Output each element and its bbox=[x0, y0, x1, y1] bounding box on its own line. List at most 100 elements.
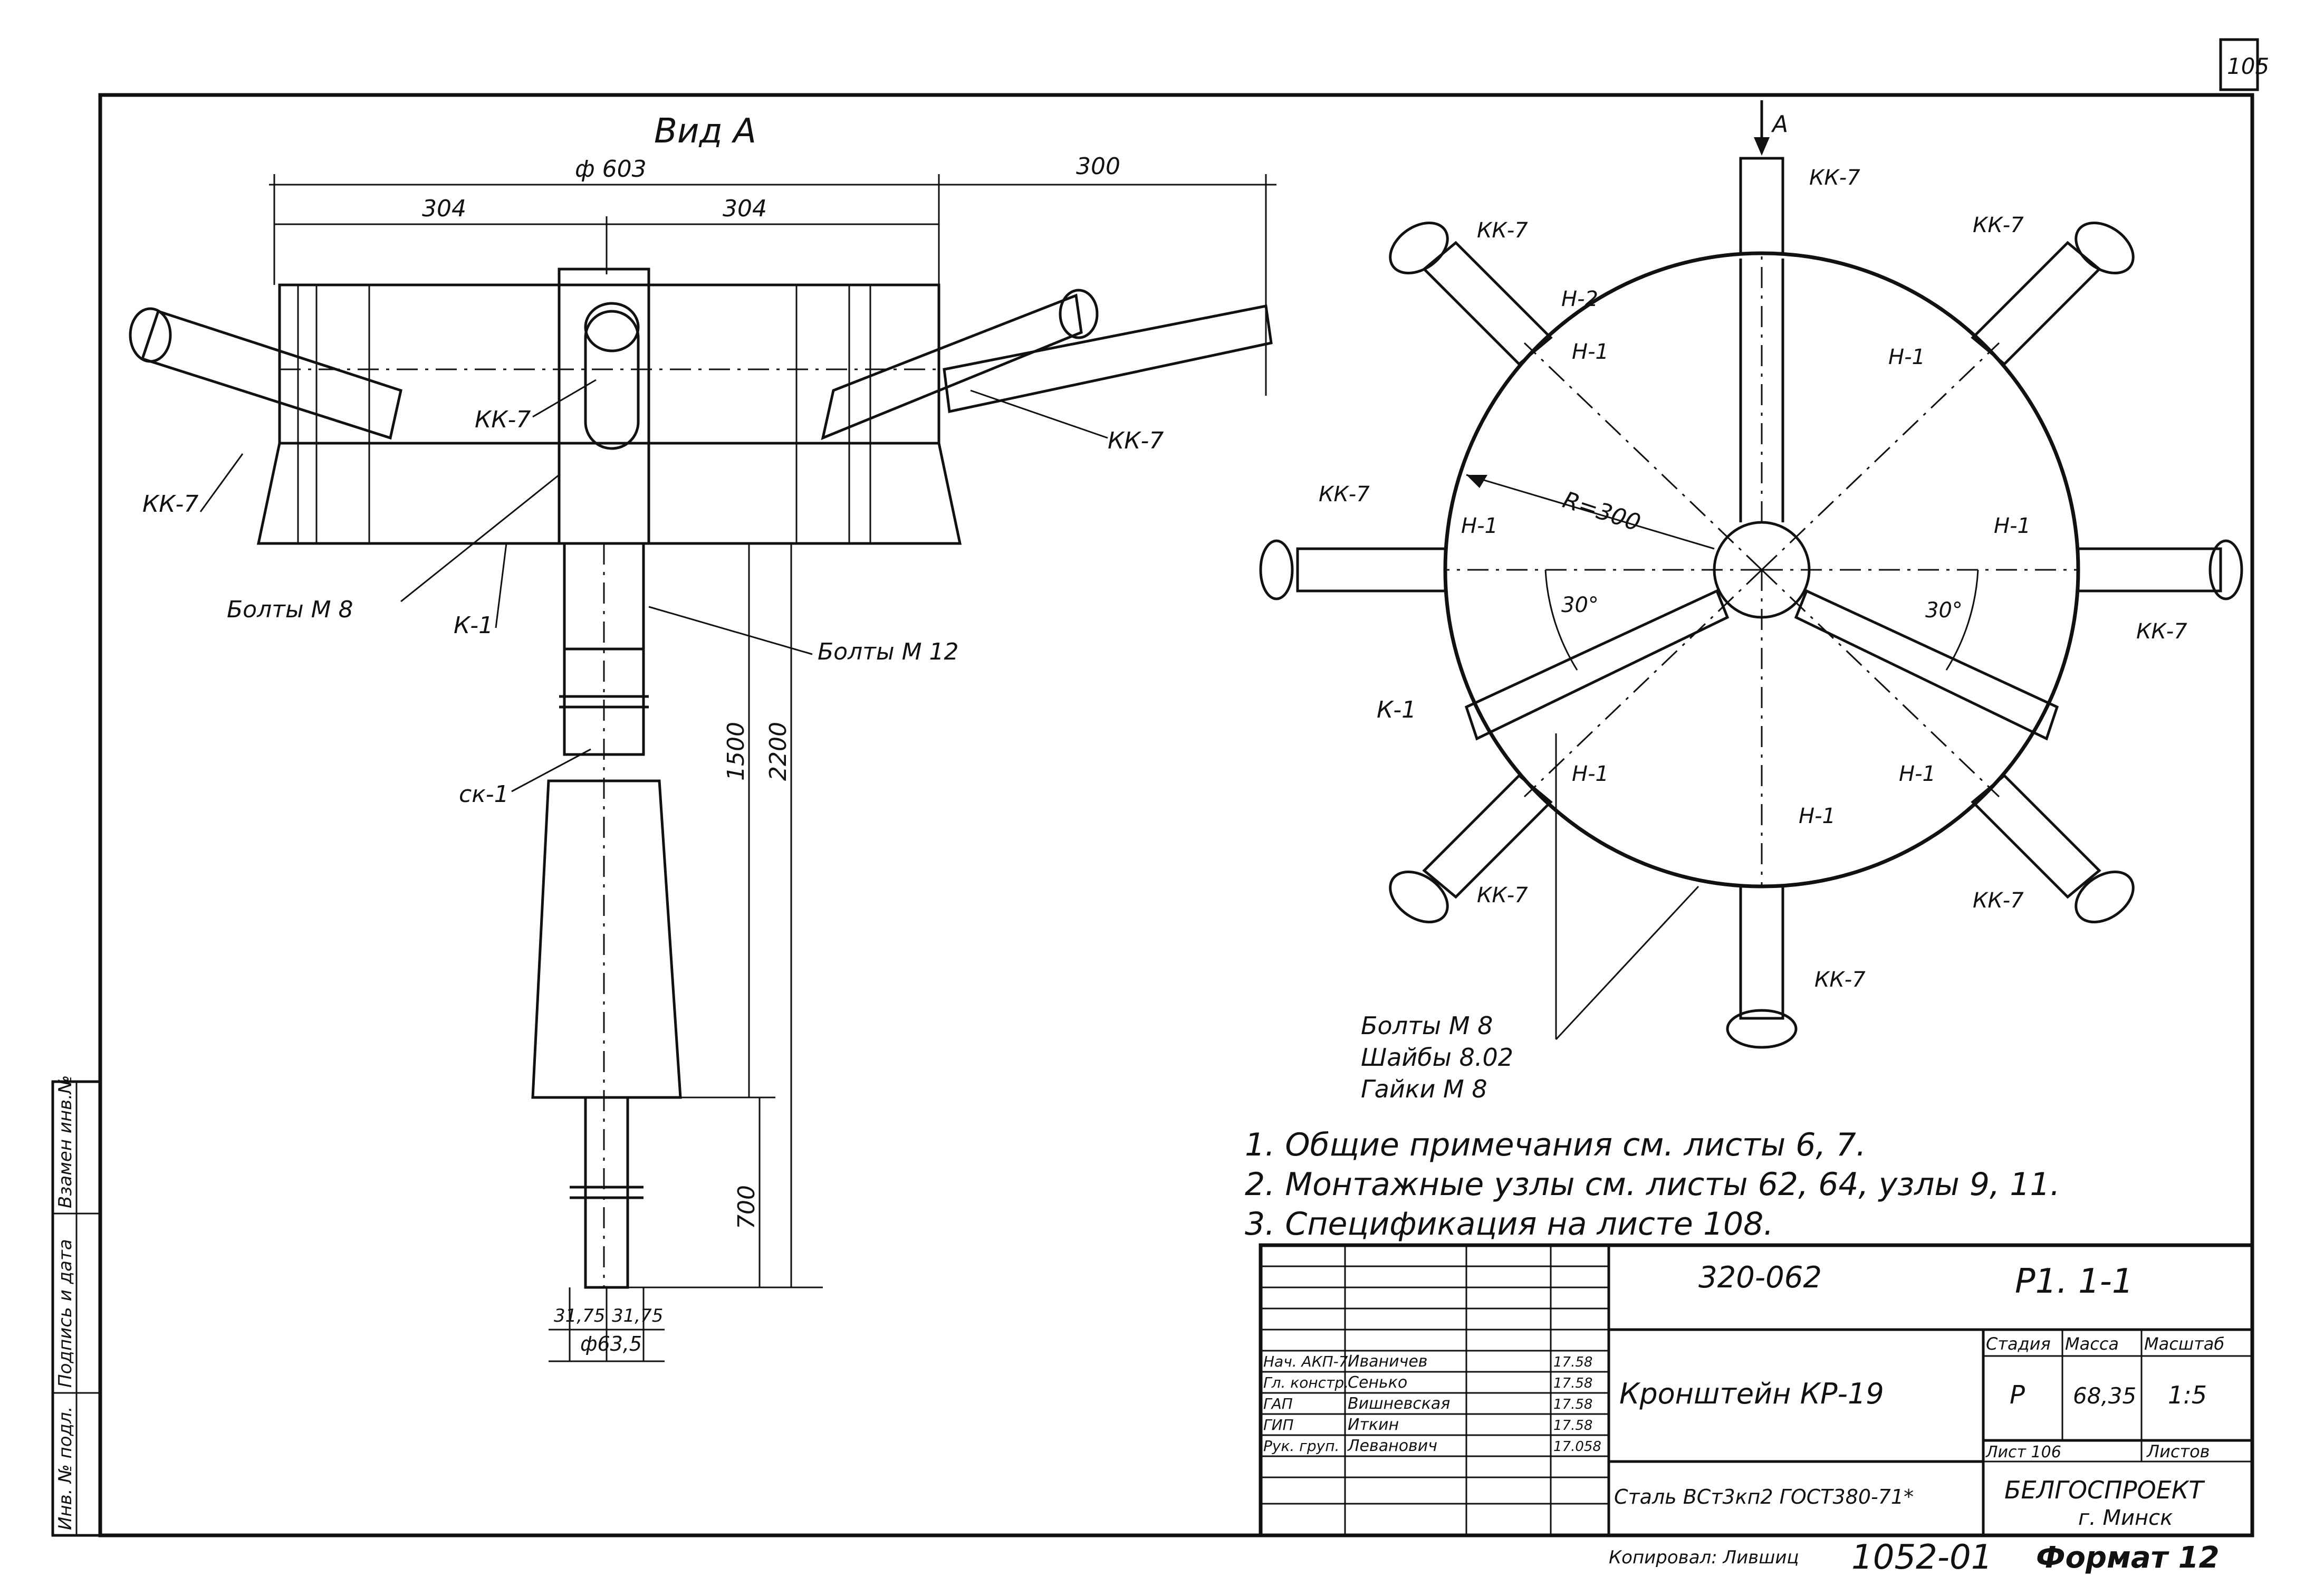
pipe-stub-left bbox=[1259, 539, 1447, 600]
tb-sheet-code: Р1. 1-1 bbox=[2015, 1262, 2134, 1301]
kk7-label-2: КК-7 bbox=[1477, 218, 1528, 243]
tb-organization: БЕЛГОСПРОЕКТ bbox=[2004, 1476, 2205, 1504]
pipe-stub-bottom-left bbox=[1389, 773, 1553, 924]
callout-kk7-center: КК-7 bbox=[475, 406, 531, 433]
kk7-label-7: КК-7 bbox=[1973, 889, 2024, 913]
h1-label-1: Н-1 bbox=[1572, 340, 1609, 364]
dim-700: 700 bbox=[733, 1185, 760, 1229]
tb-date-1: 17.58 bbox=[1553, 1354, 1592, 1370]
angle-right: 30° bbox=[1925, 598, 1963, 623]
side-stamp: Инв. № подл. Подпись и дата Взамен инв.№ bbox=[51, 1075, 102, 1537]
tb-sheets-label: Листов bbox=[2146, 1441, 2210, 1462]
tb-header-scale: Масштаб bbox=[2144, 1334, 2224, 1354]
center-pipe bbox=[584, 310, 640, 450]
stamp-replacement-inv: Взамен инв.№ bbox=[55, 1075, 76, 1208]
radius-label: R=300 bbox=[1560, 486, 1644, 537]
dim-left-304: 304 bbox=[422, 195, 466, 222]
tb-header-mass: Масса bbox=[2065, 1334, 2119, 1354]
sheet-border bbox=[98, 93, 2254, 1537]
callout-sk1: ск-1 bbox=[459, 781, 509, 808]
tb-name-4: Иткин bbox=[1348, 1416, 1399, 1434]
callout-bolts-m8: Болты М 8 bbox=[227, 596, 353, 623]
section-arrow-label: А bbox=[1771, 111, 1788, 138]
note-2: 2. Монтажные узлы см. листы 62, 64, узлы… bbox=[1245, 1166, 2060, 1203]
title-block: Нач. АКП-7 Иваничев 17.58 Гл. констр. Се… bbox=[1259, 1243, 2254, 1537]
stamp-inv-no: Инв. № подл. bbox=[55, 1406, 76, 1530]
tb-name-3: Вишневская bbox=[1348, 1395, 1450, 1413]
dim-31-75-left: 31,75 bbox=[554, 1305, 605, 1326]
kk7-label-3: КК-7 bbox=[1973, 213, 2024, 237]
tb-role-1: Нач. АКП-7 bbox=[1263, 1353, 1348, 1370]
dim-right-304: 304 bbox=[723, 195, 767, 222]
tb-role-4: ГИП bbox=[1263, 1416, 1294, 1434]
tb-mass: 68,35 bbox=[2073, 1383, 2136, 1409]
note-3: 3. Спецификация на листе 108. bbox=[1245, 1206, 1774, 1243]
side-pipe-right-far bbox=[943, 304, 1273, 414]
footer-number: 1052-01 bbox=[1851, 1538, 1993, 1577]
stamp-signature-date: Подпись и дата bbox=[55, 1239, 76, 1388]
dim-1500: 1500 bbox=[723, 722, 750, 781]
tb-date-4: 17.58 bbox=[1553, 1418, 1592, 1434]
dim-31-75-right: 31,75 bbox=[612, 1305, 663, 1326]
h1-label-5: Н-1 bbox=[1572, 762, 1609, 786]
pipe-stub-top-right bbox=[1971, 221, 2135, 366]
tb-role-5: Рук. груп. bbox=[1263, 1437, 1339, 1455]
tb-material: Сталь ВСт3кп2 ГОСТ380-71* bbox=[1614, 1485, 1914, 1508]
fastener-bolts: Болты М 8 bbox=[1361, 1011, 1493, 1040]
tb-city: г. Минск bbox=[2078, 1506, 2173, 1530]
kk7-label-4: КК-7 bbox=[1319, 482, 1370, 507]
callout-bolts-m12: Болты М 12 bbox=[818, 638, 959, 665]
central-column bbox=[558, 268, 650, 545]
sleeve-cone bbox=[531, 779, 682, 1099]
tb-name-5: Леванович bbox=[1347, 1437, 1437, 1455]
pipe-stub-top bbox=[1739, 157, 1784, 255]
k1-label: К-1 bbox=[1377, 696, 1416, 723]
h1-label-4: Н-1 bbox=[1994, 514, 2031, 538]
dim-diameter-63-5: ф63,5 bbox=[580, 1332, 642, 1355]
tb-sheet-label: Лист 106 bbox=[1985, 1443, 2061, 1462]
right-view: А R=300 30° 30° bbox=[1259, 100, 2243, 1103]
tb-name-1: Иваничев bbox=[1348, 1352, 1427, 1371]
tb-doc-code: 320-062 bbox=[1698, 1260, 1822, 1295]
tb-stage: Р bbox=[2010, 1380, 2025, 1410]
h1-label-2: Н-1 bbox=[1888, 345, 1925, 369]
fastener-nuts: Гайки М 8 bbox=[1361, 1075, 1487, 1103]
side-pipe-right-upper bbox=[821, 289, 1099, 441]
ring-skirt bbox=[256, 442, 962, 545]
kk7-label-8: КК-7 bbox=[1814, 968, 1866, 992]
ring-body bbox=[278, 283, 940, 445]
tb-title: Кронштейн КР-19 bbox=[1619, 1377, 1884, 1410]
tb-date-3: 17.58 bbox=[1553, 1397, 1592, 1412]
tb-role-3: ГАП bbox=[1263, 1395, 1293, 1412]
tb-date-5: 17.058 bbox=[1553, 1439, 1601, 1455]
footer-copied-by: Копировал: Лившиц bbox=[1609, 1547, 1799, 1568]
tb-scale: 1:5 bbox=[2168, 1381, 2207, 1409]
dim-2200: 2200 bbox=[765, 722, 792, 781]
side-pipe-left bbox=[129, 307, 402, 440]
kk7-label-5: КК-7 bbox=[2136, 619, 2187, 644]
pipe-stub-right bbox=[2077, 539, 2243, 600]
pipe-stub-bottom bbox=[1726, 885, 1798, 1049]
pipe-stub-bottom-right bbox=[1971, 773, 2135, 924]
pipe-stub-top-left bbox=[1389, 221, 1553, 366]
footer-format: Формат 12 bbox=[2036, 1541, 2220, 1575]
tb-header-stage: Стадия bbox=[1986, 1334, 2051, 1354]
h1-label-6: Н-1 bbox=[1899, 762, 1936, 786]
dim-overall-diameter: ф 603 bbox=[575, 156, 647, 183]
left-view: Вид А ф 603 300 304 304 bbox=[129, 112, 1276, 1362]
tb-date-2: 17.58 bbox=[1553, 1376, 1592, 1391]
fastener-washers: Шайбы 8.02 bbox=[1361, 1043, 1513, 1072]
kk7-label-1: КК-7 bbox=[1809, 166, 1860, 190]
sheet-number-box bbox=[2219, 38, 2259, 91]
callout-k1: К-1 bbox=[454, 612, 493, 639]
post-stub bbox=[584, 1096, 629, 1289]
view-title: Вид А bbox=[654, 112, 756, 151]
note-1: 1. Общие примечания см. листы 6, 7. bbox=[1245, 1126, 1866, 1163]
h1-label-3: Н-1 bbox=[1461, 514, 1498, 538]
dim-300: 300 bbox=[1076, 153, 1120, 180]
callout-kk7-right: КК-7 bbox=[1108, 427, 1164, 454]
sheet-number: 105 bbox=[2227, 53, 2269, 79]
angle-left: 30° bbox=[1561, 593, 1599, 617]
h2-label: Н-2 bbox=[1561, 287, 1598, 311]
